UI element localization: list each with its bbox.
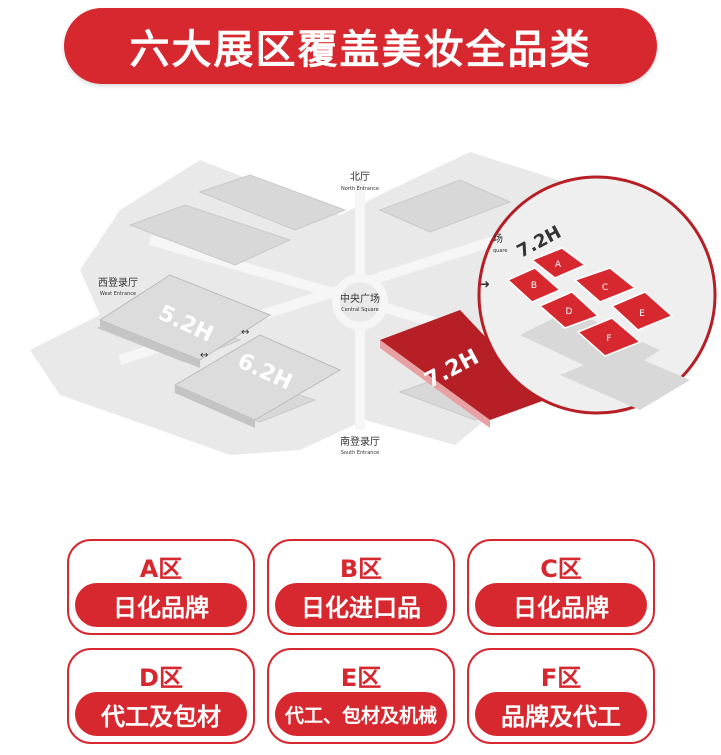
zoom-zone-tiles: A B C D E — [506, 247, 674, 357]
hall-6-2h[interactable]: 6.2H — [173, 334, 342, 428]
zone-card-d-title: D区 — [139, 664, 183, 692]
west-entrance: 西登录厅 West Entrance — [98, 276, 138, 297]
north-entrance: 北厅 North Entrance — [341, 171, 379, 192]
zone-tile-b[interactable]: B — [506, 267, 562, 303]
zone-card-a-category: 日化品牌 — [75, 583, 247, 627]
zone-tile-e-label: E — [639, 309, 645, 319]
zone-tile-a[interactable]: A — [530, 247, 587, 279]
zone-card-c-title: C区 — [540, 555, 582, 583]
central-square-en: Central Square — [341, 307, 378, 313]
west-entrance-cn: 西登录厅 — [98, 276, 138, 289]
zone-tile-d[interactable]: D — [538, 291, 600, 329]
zone-tile-e[interactable]: E — [610, 291, 674, 331]
zoom-partial-en: quare — [493, 248, 507, 254]
arrow-5-6-b-icon: ↔ — [200, 350, 208, 361]
zone-tile-d-label: D — [566, 307, 573, 317]
north-entrance-cn: 北厅 — [350, 171, 370, 183]
hall-5-2h[interactable]: 5.2H — [98, 274, 272, 368]
south-entrance: 南登录厅 South Entrance — [340, 435, 380, 456]
title-banner: 六大展区覆盖美妆全品类 — [64, 8, 657, 84]
zone-card-d-category: 代工及包材 — [75, 692, 247, 736]
hall-7-2h[interactable]: 7.2H — [380, 310, 545, 428]
zoom-partial-cn: 场 — [493, 232, 503, 245]
zoom-arrow-icon: ➜ — [480, 277, 490, 291]
north-entrance-en: North Entrance — [341, 186, 379, 192]
zone-card-e[interactable]: E区 代工、包材及机械 — [267, 648, 455, 744]
zone-tile-f[interactable]: F — [576, 317, 642, 357]
zone-card-e-category: 代工、包材及机械 — [275, 692, 447, 736]
zone-tile-a-label: A — [555, 260, 562, 270]
south-entrance-en: South Entrance — [341, 450, 380, 456]
floor-map-svg: 5.2H 6.2H ↔ ↔ ↔ 7.2H 场 quare ➜ 7.2 — [30, 152, 717, 456]
zone-card-c[interactable]: C区 日化品牌 — [467, 539, 655, 635]
zone-card-d[interactable]: D区 代工及包材 — [67, 648, 255, 744]
zone-tile-f-label: F — [606, 334, 611, 344]
central-square-inner — [340, 282, 380, 322]
zone-tile-c[interactable]: C — [573, 267, 637, 303]
zone-tile-b-label: B — [531, 281, 537, 291]
arrow-5-6-a-icon: ↔ — [241, 327, 249, 338]
zone-card-b-title: B区 — [339, 555, 383, 583]
central-square: 中央广场 Central Square — [340, 292, 380, 313]
zone-card-b[interactable]: B区 日化进口品 — [267, 539, 455, 635]
zone-card-e-title: E区 — [340, 664, 382, 692]
west-entrance-en: West Entrance — [100, 291, 136, 297]
south-entrance-cn: 南登录厅 — [340, 435, 380, 448]
zone-card-f-category: 品牌及代工 — [475, 692, 647, 736]
zone-card-c-category: 日化品牌 — [475, 583, 647, 627]
zone-card-b-category: 日化进口品 — [275, 583, 447, 627]
banner-title: 六大展区覆盖美妆全品类 — [129, 27, 592, 73]
zone-card-f-title: F区 — [540, 664, 582, 692]
zone-card-a-title: A区 — [139, 555, 183, 583]
zone-tile-c-label: C — [602, 283, 608, 293]
zone-card-a[interactable]: A区 日化品牌 — [67, 539, 255, 635]
floor-map: 5.2H 6.2H ↔ ↔ ↔ 7.2H 场 quare ➜ 7.2 — [0, 130, 721, 500]
zoom-lens: 场 quare ➜ 7.2H A B C D — [477, 175, 717, 415]
central-square-cn: 中央广场 — [340, 292, 380, 305]
zone-card-f[interactable]: F区 品牌及代工 — [467, 648, 655, 744]
